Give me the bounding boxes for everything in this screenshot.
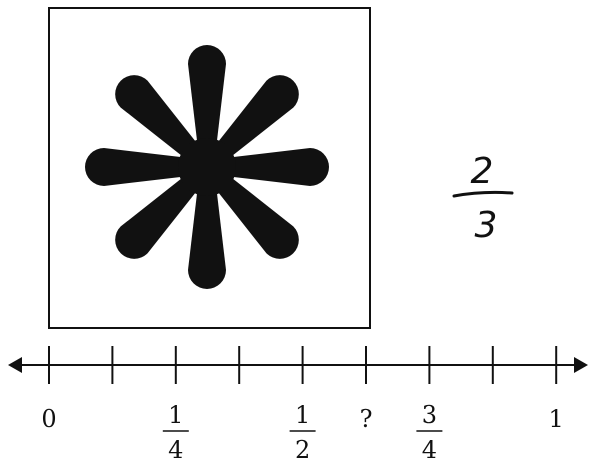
handwritten-denominator: 3 [475, 205, 498, 246]
right-arrow-icon [574, 357, 588, 373]
fraction-denominator: 4 [422, 436, 437, 464]
fraction-label: 12 [290, 401, 316, 464]
fraction-numerator: 1 [295, 401, 310, 429]
flower-petal [188, 45, 226, 149]
handwritten-fraction: 2 3 [454, 151, 512, 246]
flower-icon [85, 45, 329, 289]
tick-label: 1 [549, 405, 564, 433]
tick-label: 0 [41, 405, 56, 433]
fraction-numerator: 3 [422, 401, 437, 429]
fraction-numerator: 1 [168, 401, 183, 429]
unknown-mark-label: ? [360, 405, 373, 433]
fraction-denominator: 4 [168, 436, 183, 464]
left-arrow-icon [8, 357, 22, 373]
flower-center [178, 138, 236, 196]
flower-petal [188, 185, 226, 289]
fraction-label: 14 [163, 401, 189, 464]
handwritten-numerator: 2 [471, 151, 494, 192]
flower-petal [85, 148, 189, 186]
flower-petal [225, 148, 329, 186]
fraction-denominator: 2 [295, 436, 310, 464]
handwritten-fraction-bar [454, 192, 512, 196]
fraction-label: 34 [416, 401, 442, 464]
